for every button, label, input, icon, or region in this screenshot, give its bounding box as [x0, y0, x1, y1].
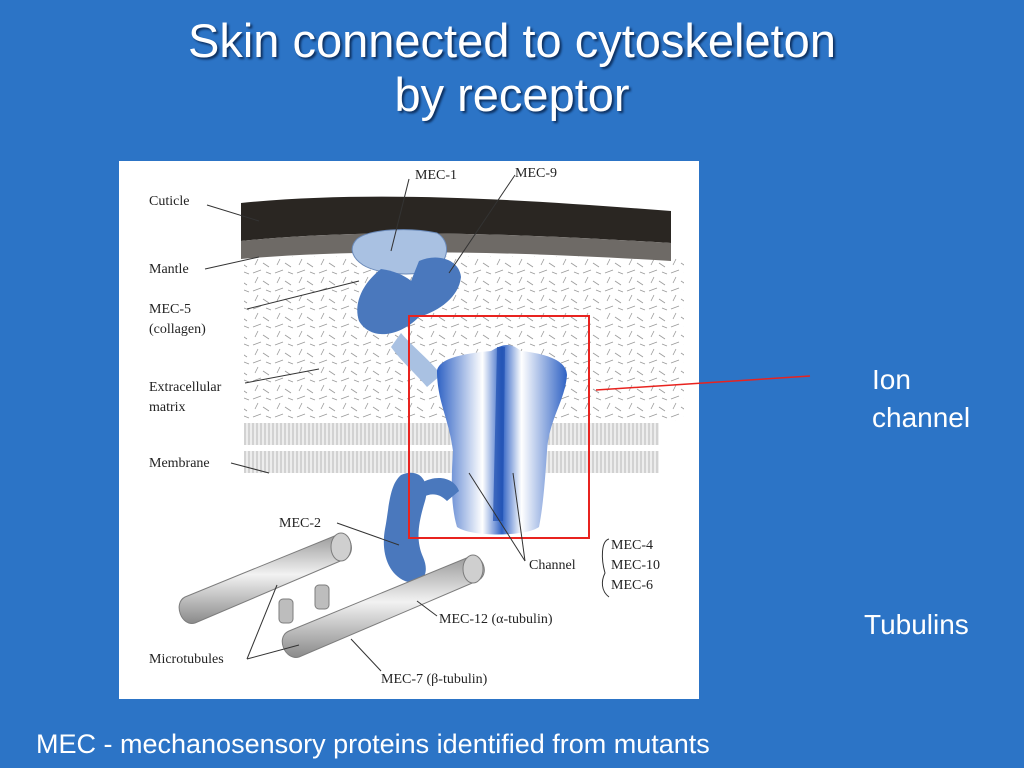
diagram-svg: Cuticle Mantle MEC-5 (collagen) Extracel…: [149, 166, 684, 687]
cuticle-band: [241, 196, 671, 243]
label-mantle: Mantle: [149, 262, 189, 277]
microtubule-upper-end: [330, 532, 352, 562]
label-mec-7: MEC-7 (β-tubulin): [381, 672, 488, 687]
footer-caption: MEC - mechanosensory proteins identified…: [36, 729, 710, 759]
title-line-1: Skin connected to cytoskeleton: [188, 14, 836, 67]
label-channel: Channel: [529, 558, 576, 573]
microtubule-crosslink-1: [278, 598, 294, 624]
mantle-band: [241, 233, 671, 261]
microtubule-crosslink-2: [314, 584, 330, 610]
membrane-lower-leaflet: [244, 451, 659, 473]
label-mec-2: MEC-2: [279, 516, 321, 531]
mec-2-membrane-arm: [421, 477, 459, 501]
slide-title: Skin connected to cytoskeleton by recept…: [0, 14, 1024, 122]
label-mec-1: MEC-1: [415, 168, 457, 183]
ion-channel-highlight-box: [408, 315, 590, 539]
label-membrane: Membrane: [149, 456, 210, 471]
ion-channel-pore-wall: [493, 347, 505, 521]
label-extracellular: Extracellular: [149, 380, 222, 395]
tubulins-label: Tubulins: [864, 609, 969, 640]
label-collagen: (collagen): [149, 322, 206, 337]
mechanosensory-diagram: Cuticle Mantle MEC-5 (collagen) Extracel…: [119, 161, 699, 699]
label-matrix: matrix: [149, 400, 186, 415]
microtubule-lower-end: [462, 554, 484, 584]
ion-channel-callout-line: [595, 375, 811, 391]
title-line-2: by receptor: [394, 68, 630, 121]
leader-lines: [204, 174, 610, 672]
label-mec-4: MEC-4: [611, 538, 653, 553]
label-cuticle: Cuticle: [149, 194, 189, 209]
mec-2-protein: [383, 472, 427, 583]
label-mec-6: MEC-6: [611, 578, 653, 593]
label-mec-12: MEC-12 (α-tubulin): [439, 612, 553, 627]
ion-channel-label-line-2: channel: [872, 402, 971, 433]
mec-5-linker: [391, 333, 441, 387]
mec-5-collagen: [357, 269, 423, 335]
label-mec-9: MEC-9: [515, 166, 557, 181]
label-mec-10: MEC-10: [611, 558, 660, 573]
ion-channel-label: Ion channel: [872, 361, 970, 437]
label-mec-5: MEC-5: [149, 302, 191, 317]
label-microtubules: Microtubules: [149, 652, 224, 667]
ion-channel-label-line-1: Ion: [872, 364, 911, 395]
